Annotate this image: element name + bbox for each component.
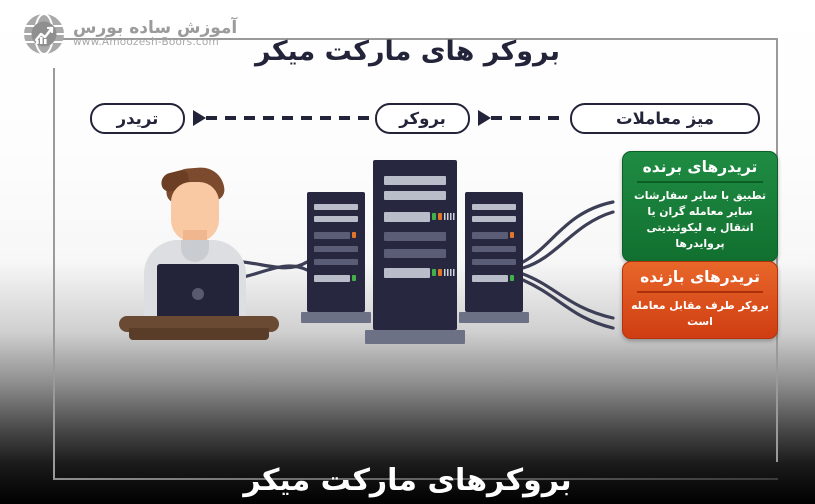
arrow-broker-to-desk [478,110,567,126]
frame-line-top [53,38,778,40]
card-losing-body: بروکر طرف مقابل معامله است [631,298,769,329]
server-led-green [432,269,436,276]
process-flow: تریدر بروکر میز معاملات [90,103,760,137]
server-slot [314,216,358,222]
flow-box-trader: تریدر [90,103,185,134]
arrow-head-icon [478,110,491,126]
page-title: بروکر های مارکت میکر [255,36,560,67]
trader-illustration [113,166,293,340]
frame-line-bottom [53,478,778,480]
server-led-orange [352,232,356,238]
server-slot [314,204,358,210]
brand-logo: آموزش ساده بورس www.Amoozesh-Boors.com [22,12,237,56]
laptop-logo-dot [192,288,204,300]
server-slot [472,259,516,265]
brand-text-block: آموزش ساده بورس www.Amoozesh-Boors.com [73,17,238,49]
server-led-green [510,275,514,281]
dashed-line [491,116,567,120]
server-slot [472,246,516,252]
server-base-center [365,330,465,344]
server-slot [472,216,516,222]
server-slot [314,232,350,239]
server-slot [384,232,446,241]
arrow-head-icon [193,110,206,126]
server-rack-center [373,160,457,330]
flow-box-dealing-desk: میز معاملات [570,103,760,134]
server-slot [314,259,358,265]
server-led-green [432,213,436,220]
server-slot [314,246,358,252]
card-winning-title: تریدرهای برنده [642,158,758,176]
card-winning-traders: تریدرهای برنده تطبیق با سایر سفارشات سای… [622,151,778,262]
server-led-orange [510,232,514,238]
server-slot [472,204,516,210]
server-slot [384,176,446,185]
server-rack-left [307,192,365,312]
card-divider [637,180,763,183]
server-vent [444,269,455,276]
footer-title: بروکرهای مارکت میکر [243,463,572,498]
server-rack-right [465,192,523,312]
card-divider [637,290,763,293]
card-losing-traders: تریدرهای بازنده بروکر طرف مقابل معامله ا… [622,261,778,340]
arrow-trader-to-broker [193,110,375,126]
server-led-green [352,275,356,281]
server-led-orange [438,269,442,276]
server-vent [444,213,455,220]
card-winning-body: تطبیق با سایر سفارشات سایر معامله گران ی… [633,188,767,251]
desk-front [129,328,269,340]
card-losing-title: تریدرهای بازنده [640,268,760,286]
server-slot [384,249,446,258]
server-slot [472,232,508,239]
flow-box-broker: بروکر [375,103,470,134]
server-base-right [459,312,529,323]
dashed-line [206,116,375,120]
person-collar [181,240,209,262]
brand-url: www.Amoozesh-Boors.com [73,36,219,49]
server-slot [314,275,350,282]
server-slot [384,191,446,200]
server-led-orange [438,213,442,220]
server-slot [472,275,508,282]
globe-chart-icon [24,13,64,55]
brand-name: آموزش ساده بورس [73,17,238,38]
server-slot [384,268,430,278]
frame-line-left [53,68,55,480]
server-slot [384,212,430,222]
server-base-left [301,312,371,323]
